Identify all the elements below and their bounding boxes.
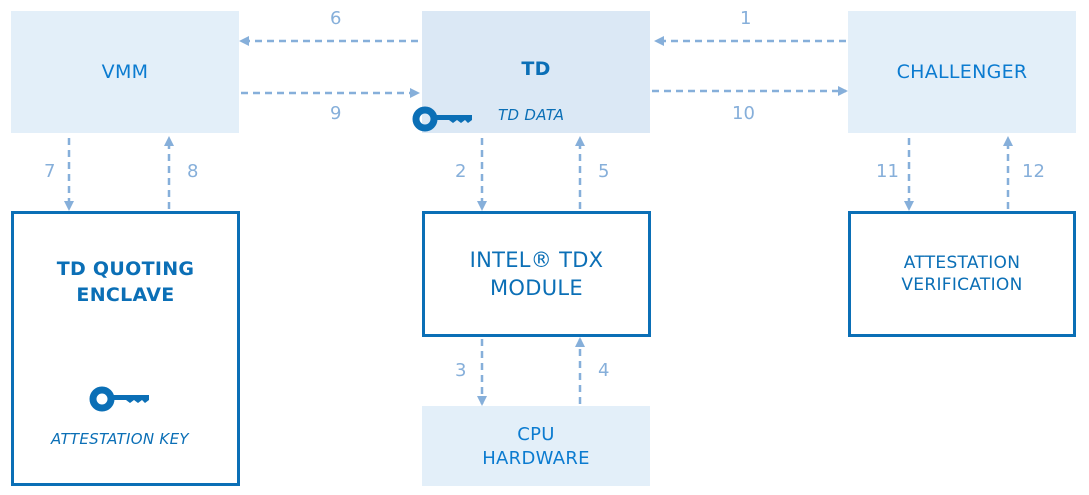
key-icon bbox=[412, 106, 472, 132]
step-1-label: 1 bbox=[740, 8, 752, 29]
step-2-label: 2 bbox=[455, 161, 467, 182]
verification-line1: ATTESTATION bbox=[903, 253, 1021, 273]
cpu-hardware-box: CPU HARDWARE bbox=[422, 406, 650, 486]
step-11-label: 11 bbox=[876, 161, 899, 182]
step-8-label: 8 bbox=[187, 161, 199, 182]
step-6-label: 6 bbox=[330, 8, 342, 29]
td-data-label: TD DATA bbox=[498, 106, 565, 124]
key-icon bbox=[89, 386, 149, 412]
cpu-line2: HARDWARE bbox=[482, 447, 590, 469]
step-9-label: 9 bbox=[330, 103, 342, 124]
tdx-module-line1: INTEL® TDX bbox=[469, 248, 604, 272]
tdx-module-line2: MODULE bbox=[490, 276, 583, 300]
step-7-label: 7 bbox=[44, 161, 56, 182]
challenger-label: CHALLENGER bbox=[896, 61, 1028, 83]
quoting-enclave-title-line2: ENCLAVE bbox=[76, 284, 175, 306]
step-5-label: 5 bbox=[598, 161, 610, 182]
step-3-label: 3 bbox=[455, 360, 467, 381]
step-10-label: 10 bbox=[732, 103, 755, 124]
step-4-label: 4 bbox=[598, 360, 610, 381]
cpu-line1: CPU bbox=[517, 423, 555, 445]
challenger-box: CHALLENGER bbox=[848, 11, 1076, 133]
intel-tdx-module-box: INTEL® TDX MODULE bbox=[422, 211, 651, 337]
step-12-label: 12 bbox=[1022, 161, 1045, 182]
vmm-box: VMM bbox=[11, 11, 239, 133]
attestation-verification-box: ATTESTATION VERIFICATION bbox=[848, 211, 1076, 337]
td-label: TD bbox=[521, 58, 551, 80]
vmm-label: VMM bbox=[101, 61, 149, 83]
td-box: TD TD DATA bbox=[422, 11, 650, 133]
verification-line2: VERIFICATION bbox=[901, 275, 1023, 295]
quoting-enclave-title-line1: TD QUOTING bbox=[56, 258, 195, 280]
td-quoting-enclave-box: TD QUOTING ENCLAVE ATTESTATION KEY bbox=[11, 211, 240, 486]
attestation-key-label: ATTESTATION KEY bbox=[51, 430, 189, 448]
